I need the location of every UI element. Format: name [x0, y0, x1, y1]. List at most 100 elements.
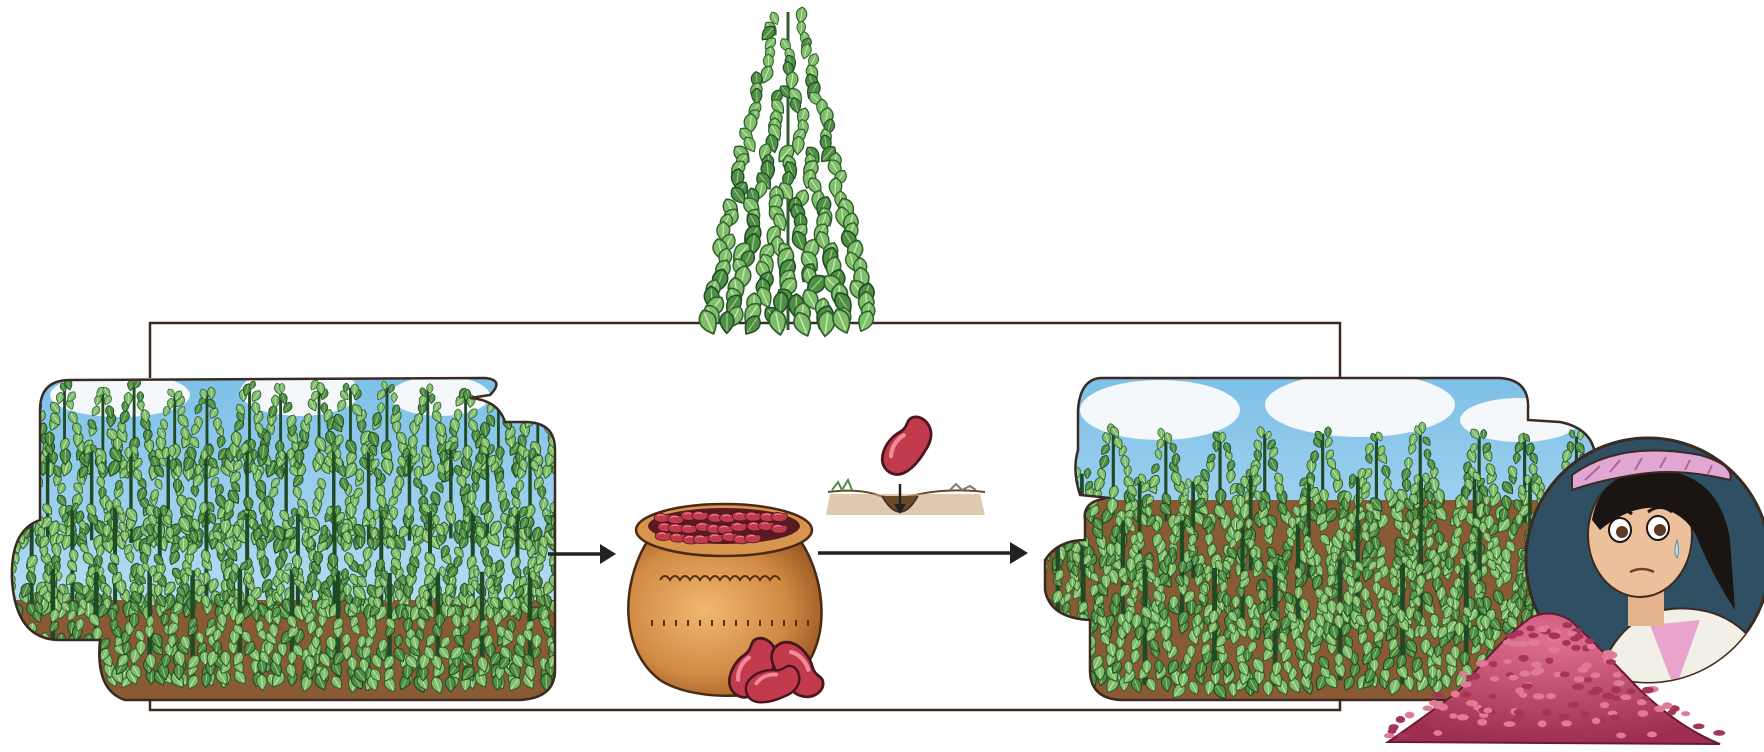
pile-bean: [1538, 720, 1547, 727]
pile-bean: [1522, 683, 1533, 689]
pile-bean: [1568, 702, 1579, 708]
pile-bean: [1526, 625, 1535, 631]
pile-bean: [1545, 657, 1553, 663]
pile-bean: [1561, 720, 1572, 726]
pile-bean: [1572, 684, 1584, 690]
pile-bean: [1396, 716, 1405, 723]
pile-bean: [1585, 726, 1597, 733]
pile-bean: [1588, 689, 1600, 695]
pile-bean: [1647, 731, 1657, 737]
pile-bean: [1384, 733, 1395, 738]
pile-bean: [1609, 714, 1620, 720]
pile-bean: [1505, 727, 1514, 732]
pile-bean: [1574, 676, 1585, 682]
pile-bean: [1433, 730, 1442, 736]
pile-bean: [1611, 687, 1621, 694]
bean-plant-icon: [696, 6, 877, 338]
pile-bean: [1626, 688, 1635, 693]
pot-bean: [681, 524, 697, 533]
pile-bean: [1508, 675, 1518, 681]
pile-bean: [1620, 694, 1632, 700]
pile-bean: [1602, 654, 1614, 660]
pot-bean: [771, 524, 787, 533]
pile-bean: [1461, 691, 1472, 697]
pile-bean: [1693, 724, 1705, 730]
pot-bean: [708, 533, 724, 542]
pile-bean: [1531, 662, 1542, 668]
pile-bean: [1585, 638, 1595, 644]
pile-bean: [1483, 708, 1492, 714]
pile-bean: [1562, 622, 1572, 628]
pile-bean: [1503, 659, 1511, 664]
pot-bean: [692, 511, 708, 520]
pile-bean: [1444, 725, 1455, 731]
pile-bean: [1528, 639, 1540, 646]
pot-bean: [745, 512, 761, 521]
pile-bean: [1489, 694, 1497, 699]
pile-bean: [1429, 723, 1439, 729]
pile-bean: [1613, 680, 1625, 686]
pile-bean: [1592, 718, 1600, 724]
pile-bean: [1619, 724, 1630, 729]
pile-bean: [1457, 714, 1469, 720]
pile-bean: [1528, 633, 1538, 639]
pot-bean: [655, 531, 671, 540]
pile-bean: [1514, 709, 1524, 715]
pile-bean: [1489, 661, 1498, 667]
pile-bean: [1423, 706, 1433, 711]
pile-bean: [1490, 676, 1499, 681]
pile-bean: [1460, 681, 1471, 688]
pile-bean: [1587, 643, 1596, 649]
pile-bean: [1602, 693, 1614, 700]
planting-seed-icon: [826, 410, 985, 515]
pile-bean: [1559, 714, 1569, 720]
pile-bean: [1519, 692, 1527, 698]
clay-pot-icon: [628, 504, 830, 708]
pile-bean: [1432, 692, 1444, 698]
pile-bean: [1515, 630, 1524, 636]
pile-bean: [1616, 733, 1626, 739]
pile-bean: [1713, 730, 1725, 736]
pot-bean: [771, 512, 787, 521]
pile-bean: [1560, 671, 1570, 677]
pile-bean: [1534, 667, 1544, 674]
pile-bean: [1638, 710, 1649, 717]
pile-bean: [1519, 671, 1530, 677]
pile-bean: [1574, 633, 1583, 639]
bean-field-left: [0, 368, 618, 710]
pile-bean: [1642, 687, 1654, 694]
pile-bean: [1397, 733, 1408, 739]
pile-bean: [1518, 641, 1528, 647]
arrow-pot-to-field: [818, 542, 1028, 564]
pile-bean: [1476, 660, 1488, 666]
pile-bean: [1466, 675, 1476, 681]
pile-bean: [1565, 729, 1575, 736]
pile-bean: [1578, 666, 1589, 673]
pile-bean: [1466, 700, 1478, 706]
pile-bean: [1518, 655, 1528, 662]
pile-bean: [1549, 633, 1561, 640]
pile-bean: [1504, 721, 1516, 727]
pile-bean: [1538, 626, 1548, 633]
pile-bean: [1389, 724, 1399, 730]
pile-bean: [1503, 639, 1513, 645]
pile-bean: [1571, 645, 1581, 651]
pile-bean: [1613, 672, 1622, 678]
pile-bean: [1548, 647, 1559, 654]
pot-bean: [693, 535, 709, 544]
pile-bean: [1580, 711, 1589, 718]
pile-bean: [1433, 702, 1445, 709]
pile-bean: [1477, 719, 1487, 726]
pile-bean: [1584, 677, 1592, 682]
pile-bean: [1546, 693, 1556, 699]
pile-bean: [1405, 712, 1415, 719]
pot-bean: [745, 534, 761, 543]
pile-bean: [1662, 702, 1672, 709]
pile-bean: [1542, 709, 1552, 716]
pile-bean: [1449, 713, 1457, 719]
pile-bean: [1600, 702, 1610, 708]
arrow-field-to-pot: [548, 544, 616, 564]
pile-bean: [1512, 717, 1521, 723]
pile-bean: [1591, 672, 1601, 678]
